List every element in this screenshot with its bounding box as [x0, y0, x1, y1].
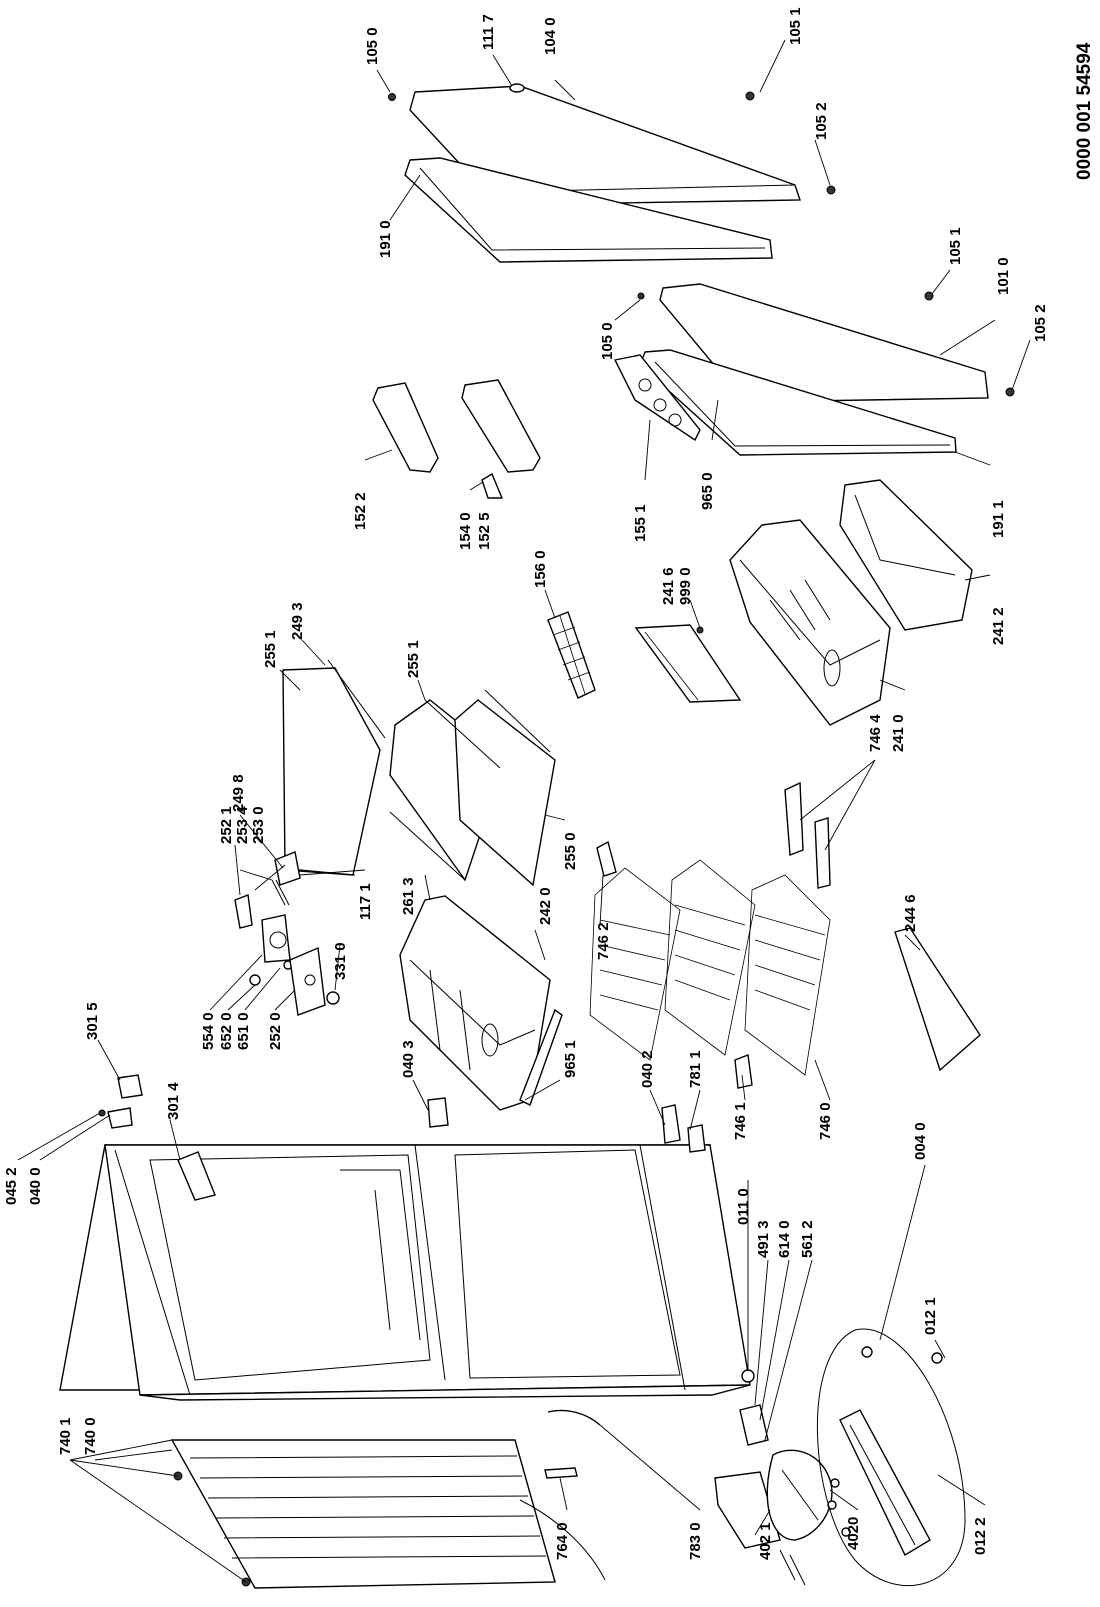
freezer-drawers: [634, 479, 973, 726]
label-241-0: 241 0: [890, 714, 907, 752]
label-255-0: 255 0: [562, 832, 579, 870]
control-unit: [234, 851, 340, 1016]
label-252-1: 252 1: [218, 806, 235, 844]
label-241-2: 241 2: [990, 607, 1007, 645]
label-491-3: 491 3: [755, 1220, 772, 1258]
label-253-4: 253 4: [234, 806, 251, 844]
label-554-0: 554 0: [200, 1012, 217, 1050]
label-105-0-b: 105 0: [599, 322, 616, 360]
label-244-6: 244 6: [902, 894, 919, 932]
lower-door-assembly: [613, 283, 1015, 456]
label-241-6: 241 6: [660, 567, 677, 605]
hinges: [98, 1074, 706, 1201]
label-781-1: 781 1: [687, 1050, 704, 1088]
label-040-0: 040 0: [27, 1167, 44, 1205]
label-331-0: 331 0: [332, 942, 349, 980]
label-746-2: 746 2: [595, 922, 612, 960]
compressor-compartment: [714, 1404, 851, 1586]
label-965-1: 965 1: [562, 1040, 579, 1078]
label-105-2-b: 105 2: [1032, 304, 1049, 342]
label-261-3: 261 3: [400, 877, 417, 915]
label-253-0: 253 0: [250, 806, 267, 844]
leader-lines: [17, 39, 1031, 1583]
label-252-0: 252 0: [267, 1012, 284, 1050]
label-045-2: 045 2: [3, 1167, 20, 1205]
label-105-0: 105 0: [364, 27, 381, 65]
label-783-0: 783 0: [687, 1522, 704, 1560]
label-242-0: 242 0: [537, 887, 554, 925]
label-155-1: 155 1: [632, 504, 649, 542]
label-301-5: 301 5: [84, 1002, 101, 1040]
label-156-0: 156 0: [532, 550, 549, 588]
label-764-0: 764 0: [554, 1522, 571, 1560]
label-965-0: 965 0: [699, 472, 716, 510]
label-152-5: 152 5: [476, 512, 493, 550]
label-154-0: 154 0: [457, 512, 474, 550]
label-746-1: 746 1: [732, 1102, 749, 1140]
upper-door-assembly: [388, 83, 836, 263]
label-614-0: 614 0: [776, 1220, 793, 1258]
label-746-0: 746 0: [817, 1102, 834, 1140]
cabinet-body: [59, 1144, 755, 1401]
label-191-1: 191 1: [990, 500, 1007, 538]
label-652-0: 652 0: [218, 1012, 235, 1050]
crisper-drawer: [399, 895, 563, 1111]
base-panel: [816, 1328, 966, 1587]
label-191-0: 191 0: [377, 220, 394, 258]
label-012-1: 012 1: [922, 1297, 939, 1335]
label-740-0: 740 0: [82, 1417, 99, 1455]
label-561-2: 561 2: [799, 1220, 816, 1258]
label-105-1: 105 1: [787, 7, 804, 45]
label-040-2: 040 2: [639, 1050, 656, 1088]
cover-plate: [894, 927, 981, 1072]
label-104-0: 104 0: [542, 17, 559, 55]
label-255-1: 255 1: [262, 630, 279, 668]
label-012-2: 012 2: [972, 1517, 989, 1555]
label-040-3: 040 3: [400, 1040, 417, 1078]
label-117-1: 117 1: [357, 883, 374, 920]
wire-baskets: [589, 781, 831, 1089]
label-651-0: 651 0: [235, 1012, 252, 1050]
label-004-0: 004 0: [912, 1122, 929, 1160]
document-number: 0000 001 54594: [1074, 42, 1095, 180]
label-249-3: 249 3: [289, 602, 306, 640]
glass-shelves: [279, 659, 556, 887]
label-105-2: 105 2: [813, 102, 830, 140]
label-999-0: 999 0: [677, 567, 694, 605]
label-152-2: 152 2: [352, 492, 369, 530]
label-249-8: 249 8: [230, 774, 247, 812]
door-bins: [372, 379, 541, 499]
part-labels: 105 0 111 7 104 0 105 1 105 2 191 0 105 …: [3, 7, 1049, 1560]
label-740-1: 740 1: [57, 1417, 74, 1455]
ice-tray: [547, 611, 596, 699]
label-4020: 4020: [845, 1517, 862, 1550]
label-746-4: 746 4: [867, 714, 884, 752]
label-402-1: 402 1: [757, 1522, 774, 1560]
label-301-4: 301 4: [165, 1082, 182, 1120]
condenser: [170, 1409, 606, 1589]
label-105-1-b: 105 1: [947, 227, 964, 265]
label-111-7: 111 7: [480, 14, 497, 50]
label-255-1-b: 255 1: [405, 640, 422, 678]
label-011-0: 011 0: [735, 1188, 752, 1225]
label-101-0: 101 0: [995, 257, 1012, 295]
